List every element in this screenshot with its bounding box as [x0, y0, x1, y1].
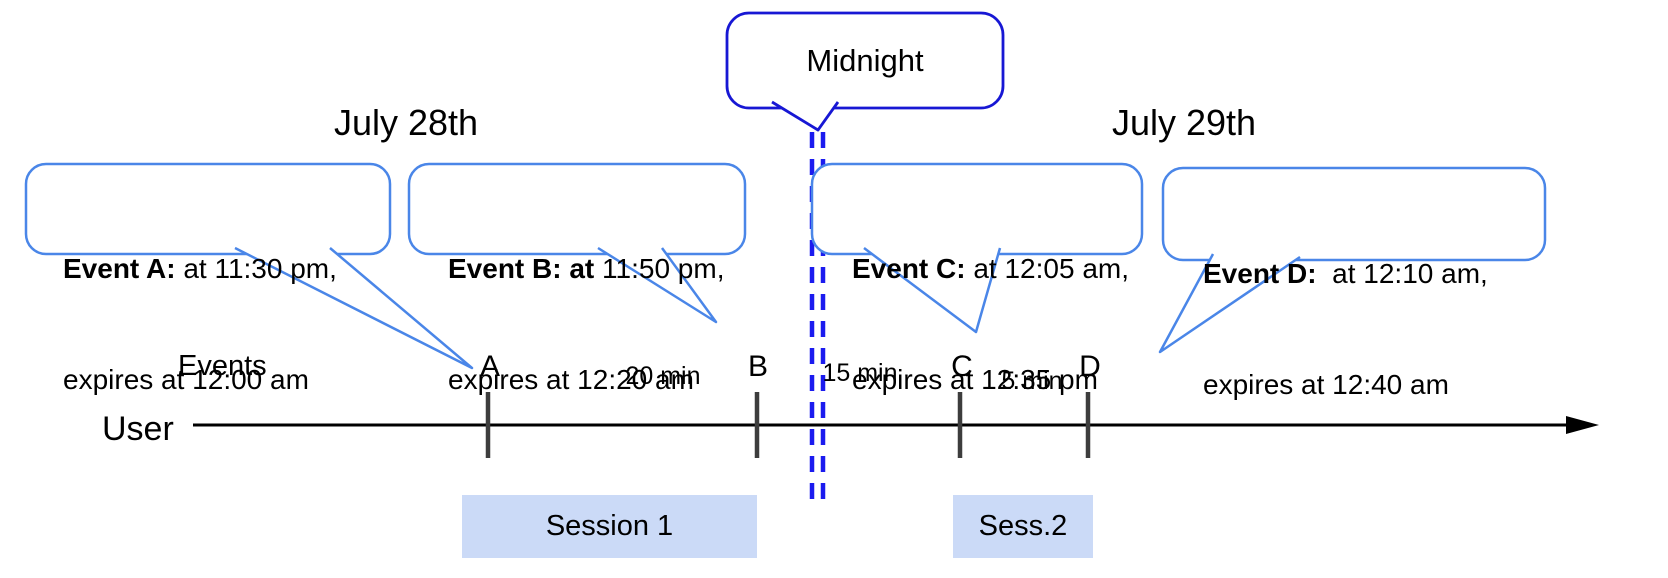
event-c-title: Event C:: [852, 253, 966, 284]
session-2-box: Sess.2: [953, 495, 1093, 558]
interval-label-5min: 5 min: [1001, 367, 1063, 395]
midnight-label: Midnight: [806, 43, 924, 78]
event-c-callout-text: Event C: at 12:05 am, expires at 12:35 p…: [852, 176, 1129, 472]
event-c-line-1: Event C: at 12:05 am,: [852, 250, 1129, 287]
user-row-label: User: [102, 410, 174, 448]
event-b-callout-tail: [597, 246, 718, 324]
tick-label-c: C: [951, 350, 973, 383]
tick-label-a: A: [479, 350, 500, 383]
event-a-callout-tail: [234, 246, 474, 370]
event-c-line-2: expires at 12:35 pm: [852, 364, 1098, 395]
event-d-line-1: Event D: at 12:10 am,: [1203, 255, 1488, 292]
tick-label-b: B: [747, 350, 768, 383]
interval-label-20min: 20 min: [625, 362, 701, 390]
event-a-line-1: Event A: at 11:30 pm,: [63, 250, 337, 287]
event-b-callout-bubble: [407, 162, 747, 256]
event-d-callout-bubble: [1161, 166, 1547, 262]
event-a-title: Event A:: [63, 253, 176, 284]
event-a-callout-text: Event A: at 11:30 pm, expires at 12:00 a…: [63, 176, 337, 472]
event-d-line-2: expires at 12:40 am: [1203, 369, 1449, 400]
event-b-time: 11:50 pm,: [594, 253, 725, 284]
tick-label-d: D: [1079, 350, 1101, 383]
event-b-title: Event B: at: [448, 253, 595, 284]
timeline-arrowhead-icon: [1566, 416, 1599, 434]
date-heading-july-29: July 29th: [1111, 102, 1257, 143]
event-a-line-2: expires at 12:00 am: [63, 364, 309, 395]
event-c-callout-tail: [863, 247, 1002, 334]
date-heading-july-28: July 28th: [333, 102, 479, 143]
session-1-label: Session 1: [545, 510, 674, 542]
event-d-title: Event D:: [1203, 258, 1317, 289]
events-row-label: Events: [178, 350, 267, 382]
midnight-callout-tail: [771, 100, 840, 132]
event-a-time: at 11:30 pm,: [175, 253, 337, 284]
event-b-line-1: Event B: at 11:50 pm,: [448, 250, 724, 287]
event-c-time: at 12:05 am,: [965, 253, 1130, 284]
event-d-time: at 12:10 am,: [1316, 258, 1488, 289]
event-b-callout-text: Event B: at 11:50 pm, expires at 12:20 a…: [448, 176, 724, 472]
event-b-line-2: expires at 12:20 am: [448, 364, 694, 395]
interval-label-15min: 15 min: [822, 359, 898, 387]
event-d-callout-tail: [1158, 253, 1301, 354]
session-1-box: Session 1: [462, 495, 757, 558]
midnight-callout-bubble: [725, 11, 1005, 110]
event-d-callout-text: Event D: at 12:10 am, expires at 12:40 a…: [1203, 181, 1488, 477]
event-a-callout-bubble: [24, 162, 392, 256]
session-2-label: Sess.2: [978, 510, 1068, 542]
